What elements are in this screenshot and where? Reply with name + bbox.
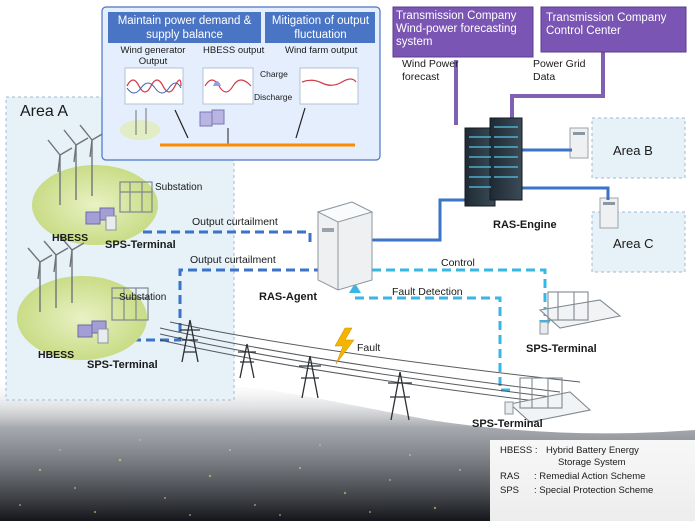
legend-hbess-def2: Storage System bbox=[558, 457, 626, 468]
sps-terminal-label-2: SPS-Terminal bbox=[87, 359, 158, 371]
output-curtailment-label-2: Output curtailment bbox=[190, 254, 276, 266]
sps-terminal-label-right: SPS-Terminal bbox=[526, 343, 597, 355]
control-label: Control bbox=[441, 257, 475, 269]
legend-sps-def: : Special Protection Scheme bbox=[534, 485, 654, 496]
area-a-title: Area A bbox=[20, 103, 69, 120]
wind-farm-output-label: Wind farm output bbox=[285, 45, 358, 56]
substation-label-2: Substation bbox=[119, 292, 167, 303]
control-center-box: Transmission Company Control Center bbox=[546, 12, 667, 37]
discharge-label: Discharge bbox=[254, 92, 293, 102]
wind-forecasting-system-box: Transmission Company Wind-power forecast… bbox=[396, 10, 517, 48]
sps-terminal-label-1: SPS-Terminal bbox=[105, 239, 176, 251]
hbess-label-2: HBESS bbox=[38, 349, 75, 361]
legend-sps-abbr: SPS bbox=[500, 485, 520, 496]
output-curtailment-label-1: Output curtailment bbox=[192, 216, 278, 228]
legend-hbess-def: Hybrid Battery Energy bbox=[546, 445, 639, 456]
fault-label: Fault bbox=[357, 342, 381, 354]
ras-agent-label: RAS-Agent bbox=[259, 291, 318, 303]
legend-hbess-abbr: HBESS : bbox=[500, 445, 538, 456]
wind-power-forecast-label: Wind Power forecast bbox=[402, 58, 459, 83]
legend-ras-abbr: RAS bbox=[500, 471, 520, 482]
wind-generator-output-label: Wind generator Output bbox=[120, 45, 186, 67]
legend-ras-def: : Remedial Action Scheme bbox=[534, 471, 646, 482]
inset-header-right: Mitigation of output fluctuation bbox=[271, 15, 370, 41]
ras-engine-label: RAS-Engine bbox=[493, 219, 557, 231]
inset-header-left: Maintain power demand & supply balance bbox=[117, 15, 252, 41]
hbess-output-label: HBESS output bbox=[203, 45, 265, 56]
fault-detection-label: Fault Detection bbox=[392, 286, 463, 298]
substation-label-1: Substation bbox=[155, 182, 203, 193]
hbess-label-1: HBESS bbox=[52, 232, 89, 244]
power-grid-data-label: Power Grid Data bbox=[533, 58, 586, 83]
charge-label: Charge bbox=[260, 69, 288, 79]
area-c-label: Area C bbox=[613, 236, 654, 251]
area-b-label: Area B bbox=[613, 143, 653, 158]
sps-terminal-label-bottom: SPS-Terminal bbox=[472, 418, 543, 430]
